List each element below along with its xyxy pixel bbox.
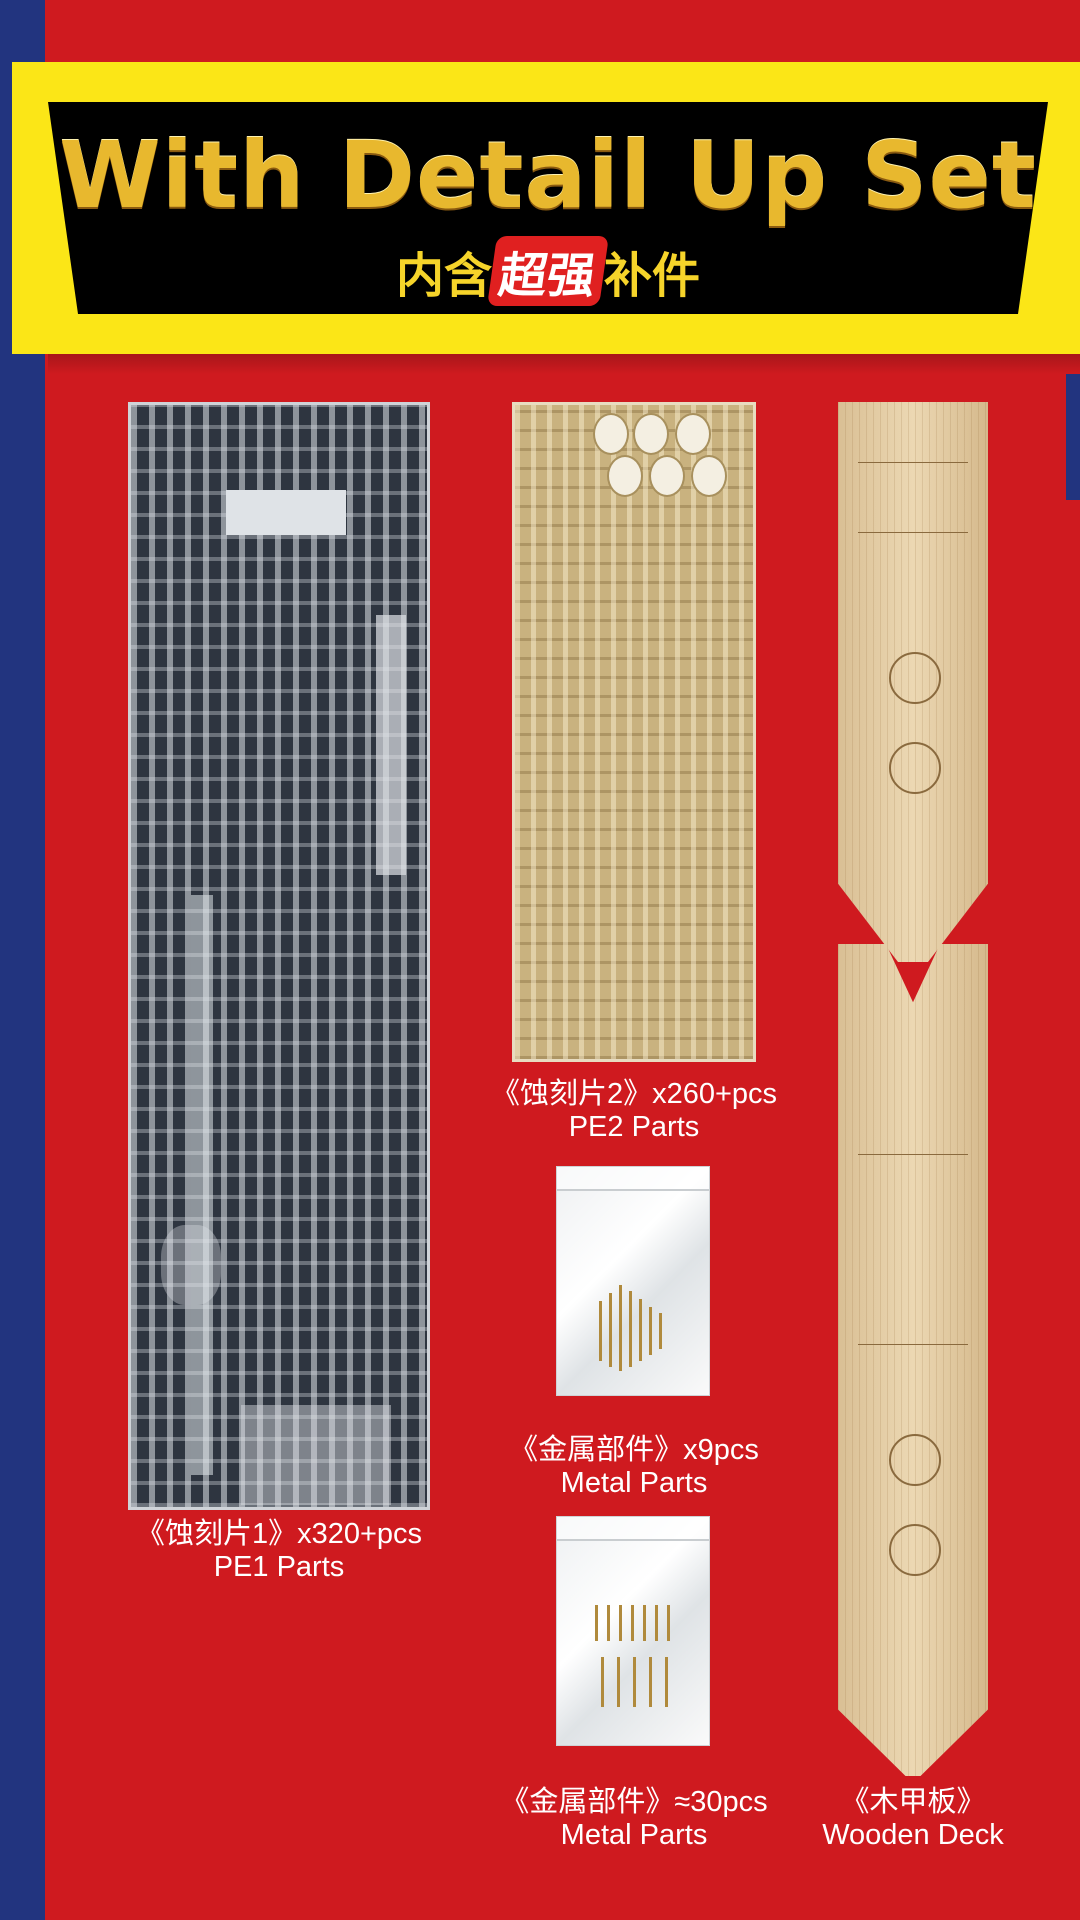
metal-rod	[643, 1605, 646, 1641]
metal-rod	[655, 1605, 658, 1641]
banner-shadow	[48, 354, 1080, 374]
deck-line	[858, 1344, 968, 1345]
metal-rod	[617, 1657, 620, 1707]
subtitle-suffix: 补件	[604, 248, 701, 304]
deck-turret-ring	[889, 1524, 941, 1576]
metal-rod	[619, 1285, 622, 1371]
caption-pe1-count: 《蚀刻片1》x320+pcs	[135, 1518, 423, 1550]
pe2-part-oval	[633, 413, 669, 455]
pe2-part-oval	[649, 455, 685, 497]
metal-rod	[619, 1605, 622, 1641]
metal-rod	[659, 1313, 662, 1349]
deck-line	[858, 462, 968, 463]
bag-seal	[557, 1167, 709, 1191]
wooden-deck-bow	[838, 402, 988, 962]
metal-rod	[639, 1299, 642, 1361]
caption-wooden-deck: 《木甲板》 Wooden Deck	[798, 1786, 1028, 1852]
pe2-part-oval	[593, 413, 629, 455]
caption-pe2-name: PE2 Parts	[568, 1111, 700, 1143]
caption-metal-9: 《金属部件》x9pcs Metal Parts	[474, 1434, 794, 1500]
pe1-part-block	[161, 1225, 221, 1305]
subtitle-highlight: 超强	[487, 236, 609, 306]
bag-seal	[557, 1517, 709, 1541]
caption-pe2: 《蚀刻片2》x260+pcs PE2 Parts	[474, 1078, 794, 1144]
pe2-part-oval	[691, 455, 727, 497]
metal-rod	[607, 1605, 610, 1641]
caption-metal-30: 《金属部件》≈30pcs Metal Parts	[474, 1786, 794, 1852]
pe1-part-block	[241, 1405, 391, 1505]
pe2-part-oval	[675, 413, 711, 455]
metal-rod	[599, 1301, 602, 1361]
caption-metal-30-count: 《金属部件》≈30pcs	[500, 1786, 768, 1818]
deck-line	[858, 532, 968, 533]
metal-rod	[629, 1291, 632, 1367]
metal-rod	[665, 1657, 668, 1707]
wooden-deck-stern	[838, 944, 988, 1776]
metal-parts-bag-30	[556, 1516, 710, 1746]
deck-turret-ring	[889, 742, 941, 794]
caption-metal-9-name: Metal Parts	[560, 1467, 708, 1499]
metal-rod	[595, 1605, 598, 1641]
metal-rod	[631, 1605, 634, 1641]
caption-deck-name: Wooden Deck	[822, 1819, 1004, 1851]
pe1-part-block	[226, 490, 346, 535]
metal-rod	[649, 1307, 652, 1355]
metal-parts-bag-9	[556, 1166, 710, 1396]
deck-line	[858, 1154, 968, 1155]
banner-subtitle: 内含超强补件	[48, 236, 1048, 306]
metal-rod	[609, 1293, 612, 1367]
caption-metal-30-name: Metal Parts	[560, 1819, 708, 1851]
caption-pe1-name: PE1 Parts	[213, 1551, 345, 1583]
pe1-part-block	[376, 615, 406, 875]
subtitle-prefix: 内含	[395, 248, 492, 304]
pe2-sheet-image	[512, 402, 756, 1062]
caption-deck-cn: 《木甲板》	[840, 1786, 986, 1818]
caption-metal-9-count: 《金属部件》x9pcs	[509, 1434, 759, 1466]
caption-pe1: 《蚀刻片1》x320+pcs PE1 Parts	[104, 1518, 454, 1584]
banner-title: With Detail Up Set	[59, 122, 1037, 229]
metal-rod	[667, 1605, 670, 1641]
metal-rod	[601, 1657, 604, 1707]
pe1-sheet-image	[128, 402, 430, 1510]
deck-turret-ring	[889, 652, 941, 704]
pe1-part-block	[191, 895, 213, 1475]
caption-pe2-count: 《蚀刻片2》x260+pcs	[490, 1078, 778, 1110]
deck-turret-ring	[889, 1434, 941, 1486]
pe2-part-oval	[607, 455, 643, 497]
metal-rod	[649, 1657, 652, 1707]
right-blue-accent	[1066, 350, 1080, 500]
metal-rod	[633, 1657, 636, 1707]
